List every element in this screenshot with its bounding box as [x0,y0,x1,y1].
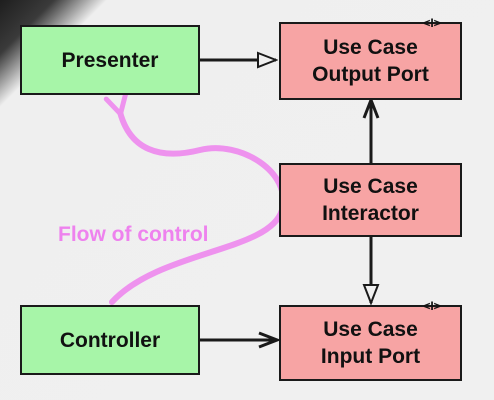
output-port-box: Use Case Output Port [279,22,462,100]
controller-label: Controller [59,328,161,352]
input-port-label: Use Case Input Port [320,318,421,368]
input-port-box: Use Case Input Port [279,305,462,381]
output-port-label: Use Case Output Port [312,36,429,86]
interactor-box: Use Case Interactor [279,163,462,237]
presenter-box: Presenter [20,25,200,95]
controller-box: Controller [20,305,200,375]
flow-of-control-label: Flow of control [58,223,209,246]
output-port-interface-marker: <I> [423,16,441,30]
input-port-interface-marker: <I> [423,299,441,313]
presenter-label: Presenter [61,48,159,72]
interactor-label: Use Case Interactor [322,175,419,225]
flow-of-control-curve [103,91,287,305]
